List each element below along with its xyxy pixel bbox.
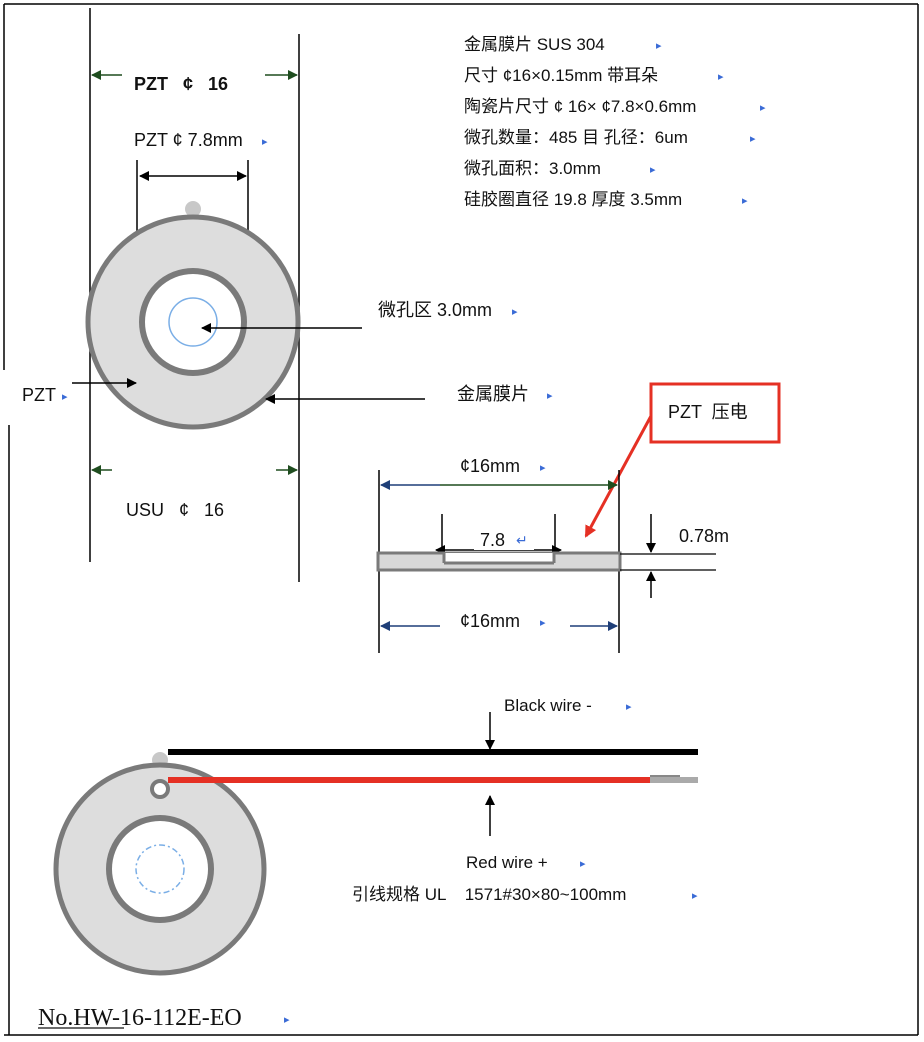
pzt-inner-dimension: PZT ¢ 7.8mm: [134, 130, 243, 150]
paragraph-mark-icon: ▸: [62, 391, 68, 403]
paragraph-mark-icon: ▸: [580, 858, 586, 870]
spec-line: 尺寸 ¢16×0.15mm 带耳朵: [464, 66, 658, 85]
micro-hole-zone: [168, 297, 218, 347]
side-inner-dimension: 7.8: [480, 530, 505, 550]
side-bottom-dimension: ¢16mm: [460, 611, 520, 631]
svg-text:▸: ▸: [718, 71, 724, 83]
svg-text:▸: ▸: [656, 40, 662, 52]
black-wire-label: Black wire -: [504, 696, 592, 715]
spec-list: 金属膜片 SUS 304 尺寸 ¢16×0.15mm 带耳朵 陶瓷片尺寸 ¢ 1…: [464, 35, 766, 209]
spec-line: 陶瓷片尺寸 ¢ 16× ¢7.8×0.6mm: [464, 97, 696, 116]
wiring-drawing: Black wire - ▸ Red wire + ▸ 引线规格 UL 1571…: [53, 696, 698, 976]
micro-hole-label: 微孔区 3.0mm: [378, 300, 492, 320]
paragraph-mark-icon: ▸: [284, 1014, 290, 1026]
metal-membrane-center: [139, 268, 247, 376]
document-number: No.HW-16-112E-EO: [38, 1005, 242, 1031]
paragraph-mark-icon: ▸: [512, 306, 518, 318]
pzt-label: PZT: [22, 385, 56, 405]
return-mark-icon: ↵: [516, 532, 528, 548]
thickness-dimension: 0.78m: [679, 526, 729, 546]
paragraph-mark-icon: ▸ ▸ ▸ ▸ ▸ ▸: [650, 40, 766, 207]
paragraph-mark-icon: ▸: [547, 390, 553, 402]
page-frame: [3, 3, 919, 1036]
svg-text:▸: ▸: [742, 195, 748, 207]
paragraph-mark-icon: ▸: [262, 136, 268, 148]
spec-line: 微孔面积：3.0mm: [464, 159, 601, 178]
spec-line: 金属膜片 SUS 304: [464, 35, 605, 54]
svg-text:▸: ▸: [760, 102, 766, 114]
svg-text:▸: ▸: [750, 133, 756, 145]
side-top-dimension: ¢16mm: [460, 456, 520, 476]
top-view-drawing: PZT ¢ 16 PZT ¢ 7.8mm ▸ 微孔区 3.0mm ▸ PZT ▸…: [22, 8, 553, 582]
micro-hole-zone: [135, 844, 185, 894]
side-view-drawing: PZT 压电 ¢16mm ▸ 7.8 ↵ 0.78m: [376, 382, 781, 653]
pzt-highlight-box: [649, 382, 781, 444]
spec-line: 硅胶圈直径 19.8 厚度 3.5mm: [464, 190, 682, 209]
paragraph-mark-icon: ▸: [626, 701, 632, 713]
usu-dimension: USU ¢ 16: [126, 500, 224, 520]
spec-line: 微孔数量：485 目 孔径：6um: [464, 128, 688, 147]
paragraph-mark-icon: ▸: [540, 462, 546, 474]
solder-hole: [150, 779, 170, 799]
pzt-box-label: PZT 压电: [668, 402, 748, 422]
pzt-outer-dimension: PZT ¢ 16: [134, 74, 228, 94]
svg-text:▸: ▸: [650, 164, 656, 176]
metal-membrane-label: 金属膜片: [457, 384, 529, 404]
paragraph-mark-icon: ▸: [540, 617, 546, 629]
red-wire-label: Red wire +: [466, 853, 548, 872]
metal-membrane-center: [106, 815, 214, 923]
paragraph-mark-icon: ▸: [692, 890, 698, 902]
lead-spec: 引线规格 UL 1571#30×80~100mm: [352, 885, 626, 904]
tab-nub: [185, 201, 201, 217]
